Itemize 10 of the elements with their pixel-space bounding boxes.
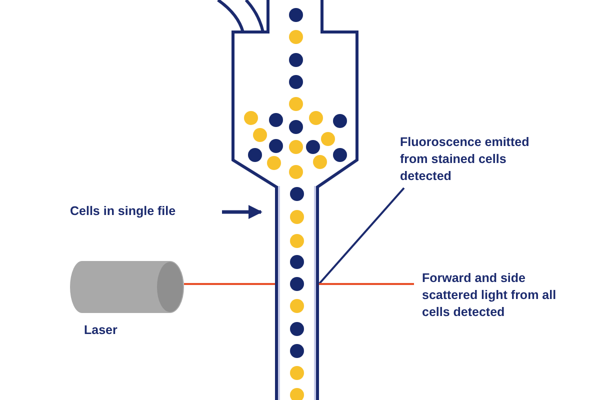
light-beam xyxy=(319,283,414,285)
arrow xyxy=(222,205,262,219)
laser-cylinder xyxy=(70,261,184,313)
annotation-text: Forward and side scattered light from all cells detected xyxy=(422,270,582,324)
light-beam xyxy=(184,283,275,285)
flow-channel xyxy=(275,186,319,400)
laser-label: Laser xyxy=(84,323,118,337)
leader-line xyxy=(318,187,405,285)
annotation-text: Fluoroscence emitted from stained cells detected xyxy=(400,134,540,188)
annotation-text: Cells in single file xyxy=(70,203,210,221)
